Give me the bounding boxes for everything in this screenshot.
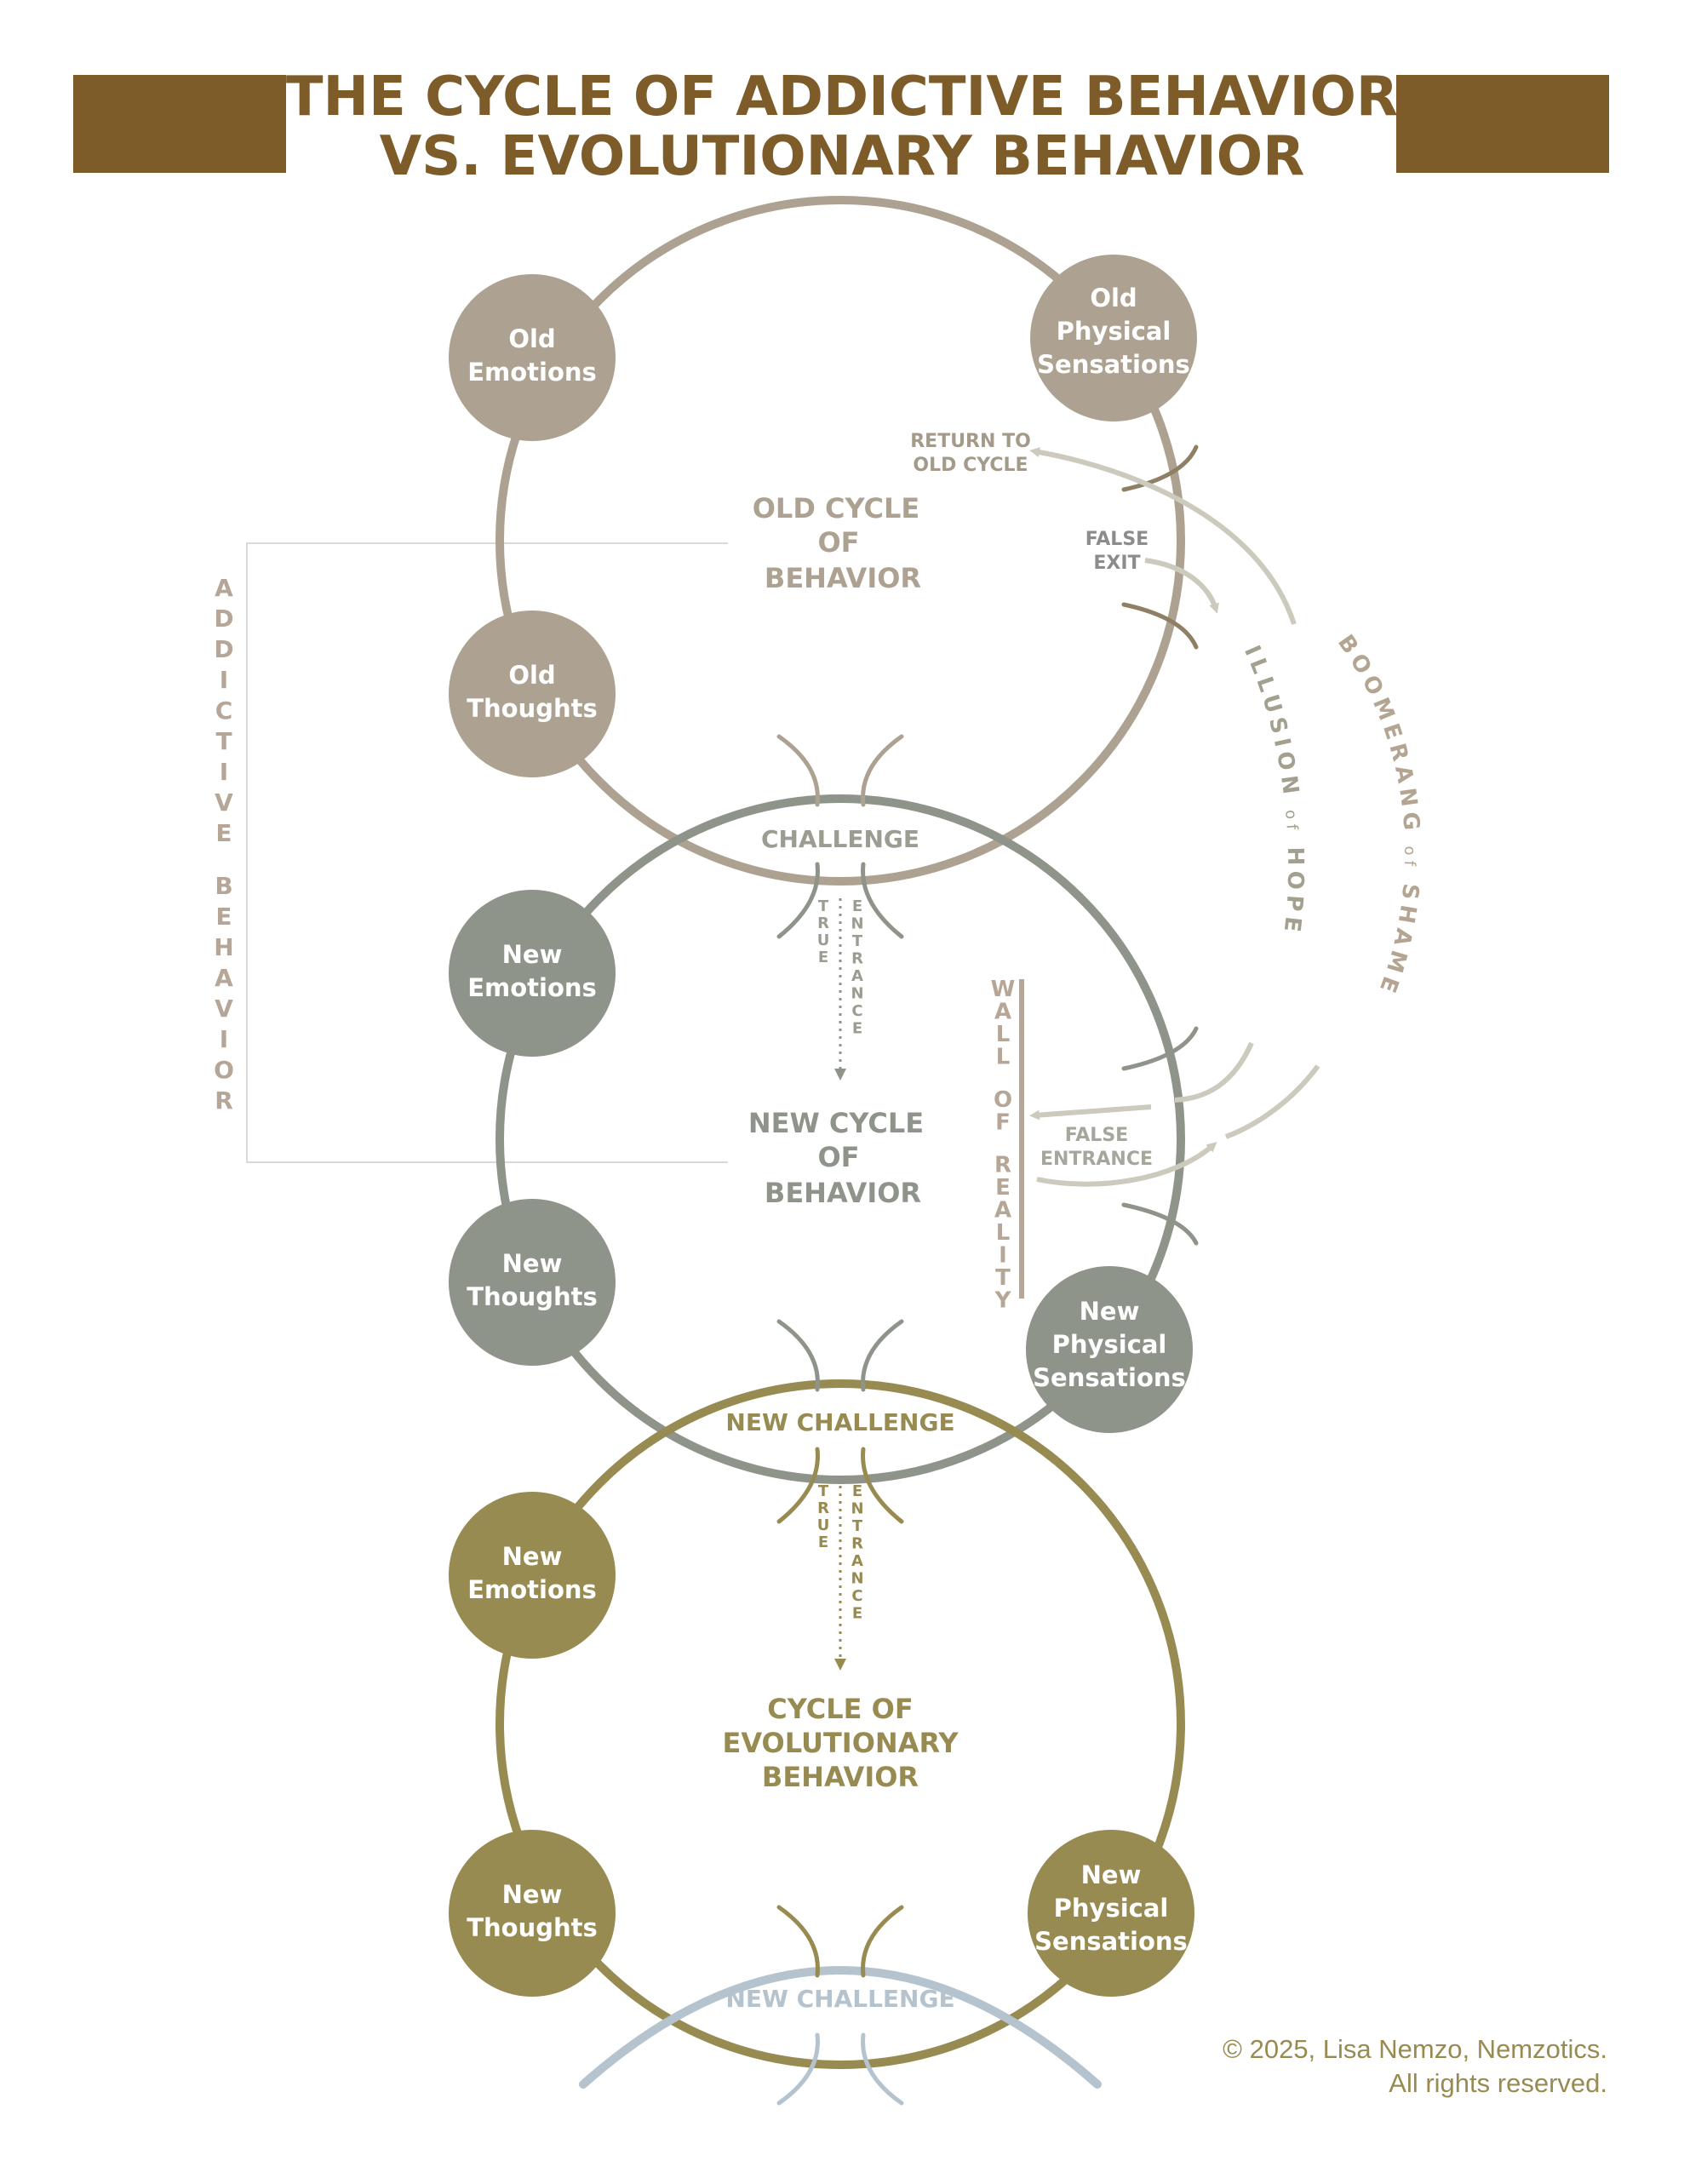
- svg-text:Sensations: Sensations: [1034, 1927, 1188, 1956]
- svg-text:Thoughts: Thoughts: [467, 1913, 598, 1942]
- svg-text:CYCLE OF: CYCLE OF: [767, 1693, 913, 1725]
- svg-text:Sensations: Sensations: [1033, 1363, 1186, 1392]
- title-bar-right: [1396, 75, 1609, 173]
- svg-text:NEW CYCLE: NEW CYCLE: [748, 1107, 924, 1139]
- svg-text:Sensations: Sensations: [1037, 350, 1190, 379]
- node-evo-emotions: New Emotions: [449, 1492, 616, 1659]
- svg-text:Physical: Physical: [1054, 1894, 1169, 1923]
- svg-text:ENTRANCE: ENTRANCE: [1040, 1149, 1153, 1170]
- svg-text:OLD CYCLE: OLD CYCLE: [753, 492, 920, 525]
- node-old-physical-sensations: Old Physical Sensations: [1030, 255, 1197, 421]
- return-arrow: [1029, 447, 1297, 625]
- node-old-emotions: Old Emotions: [449, 274, 616, 441]
- svg-text:Physical: Physical: [1057, 317, 1171, 346]
- false-entrance-in-arrow: [1029, 1104, 1152, 1121]
- svg-text:Thoughts: Thoughts: [467, 1282, 598, 1311]
- svg-text:EXIT: EXIT: [1093, 553, 1140, 574]
- next-challenge-arc: [579, 1966, 1102, 2089]
- svg-text:FALSE: FALSE: [1085, 529, 1148, 550]
- svg-text:Thoughts: Thoughts: [467, 694, 598, 723]
- challenge-gate-1: [776, 734, 904, 939]
- svg-text:Emotions: Emotions: [467, 358, 597, 387]
- node-evo-physical-sensations: New Physical Sensations: [1028, 1830, 1194, 1997]
- false-exit-arrow: [1144, 558, 1219, 614]
- svg-text:BEHAVIOR: BEHAVIOR: [765, 562, 921, 594]
- svg-text:New: New: [1081, 1860, 1142, 1889]
- svg-text:RETURN TO: RETURN TO: [910, 431, 1031, 452]
- challenge-gate-3: [776, 1905, 904, 2106]
- svg-text:New: New: [502, 940, 563, 969]
- svg-text:New: New: [502, 1249, 563, 1278]
- side-gates: [1121, 444, 1199, 1246]
- node-new-emotions: New Emotions: [449, 890, 616, 1057]
- false-entrance-out-arrow: [1036, 1142, 1217, 1187]
- svg-text:Old: Old: [1090, 284, 1137, 312]
- new-challenge-label-1: NEW CHALLENGE: [725, 1408, 954, 1436]
- svg-text:OF: OF: [817, 526, 859, 559]
- challenge-gate-2: [776, 1319, 904, 1524]
- evolutionary-cycle-ring: [495, 1379, 1185, 2069]
- svg-text:OLD CYCLE: OLD CYCLE: [913, 455, 1028, 476]
- addictive-bracket: [246, 542, 728, 1163]
- challenge-label: CHALLENGE: [761, 825, 919, 853]
- svg-text:Old: Old: [508, 324, 555, 353]
- old-cycle-ring: [495, 196, 1185, 886]
- node-new-physical-sensations: New Physical Sensations: [1026, 1266, 1193, 1433]
- new-challenge-label-2: NEW CHALLENGE: [725, 1985, 954, 2013]
- svg-text:New: New: [502, 1880, 563, 1909]
- title-line-2: VS. EVOLUTIONARY BEHAVIOR: [380, 125, 1305, 188]
- svg-text:New: New: [1080, 1297, 1140, 1326]
- copyright: © 2025, Lisa Nemzo, Nemzotics. All right…: [1223, 2034, 1607, 2098]
- false-exit-label: FALSE EXIT: [1085, 529, 1148, 574]
- new-cycle-label: NEW CYCLE OF BEHAVIOR: [748, 1107, 924, 1209]
- boomerang-tail: [1224, 1064, 1320, 1139]
- svg-text:FALSE: FALSE: [1065, 1125, 1128, 1146]
- svg-text:New: New: [502, 1542, 563, 1571]
- evolutionary-cycle-label: CYCLE OF EVOLUTIONARY BEHAVIOR: [722, 1693, 959, 1793]
- svg-text:EVOLUTIONARY: EVOLUTIONARY: [722, 1727, 959, 1759]
- illusion-tail: [1174, 1041, 1254, 1103]
- title-line-1: THE CYCLE OF ADDICTIVE BEHAVIOR: [286, 66, 1398, 129]
- svg-text:Old: Old: [508, 661, 555, 690]
- svg-text:BEHAVIOR: BEHAVIOR: [762, 1761, 919, 1793]
- svg-text:© 2025, Lisa Nemzo, Nemzotics.: © 2025, Lisa Nemzo, Nemzotics.: [1223, 2034, 1607, 2064]
- svg-text:OF: OF: [817, 1141, 859, 1173]
- svg-text:BEHAVIOR: BEHAVIOR: [765, 1177, 921, 1209]
- svg-text:Emotions: Emotions: [467, 973, 597, 1002]
- svg-text:All rights reserved.: All rights reserved.: [1389, 2068, 1607, 2098]
- return-to-old-cycle-label: RETURN TO OLD CYCLE: [910, 431, 1031, 476]
- false-entrance-label: FALSE ENTRANCE: [1040, 1125, 1153, 1170]
- svg-text:Emotions: Emotions: [467, 1575, 597, 1604]
- node-evo-thoughts: New Thoughts: [449, 1830, 616, 1997]
- svg-text:Physical: Physical: [1052, 1330, 1167, 1359]
- old-cycle-label: OLD CYCLE OF BEHAVIOR: [753, 492, 921, 594]
- new-cycle-ring: [495, 794, 1185, 1484]
- node-old-thoughts: Old Thoughts: [449, 610, 616, 777]
- node-new-thoughts: New Thoughts: [449, 1199, 616, 1366]
- title-bar-left: [73, 75, 286, 173]
